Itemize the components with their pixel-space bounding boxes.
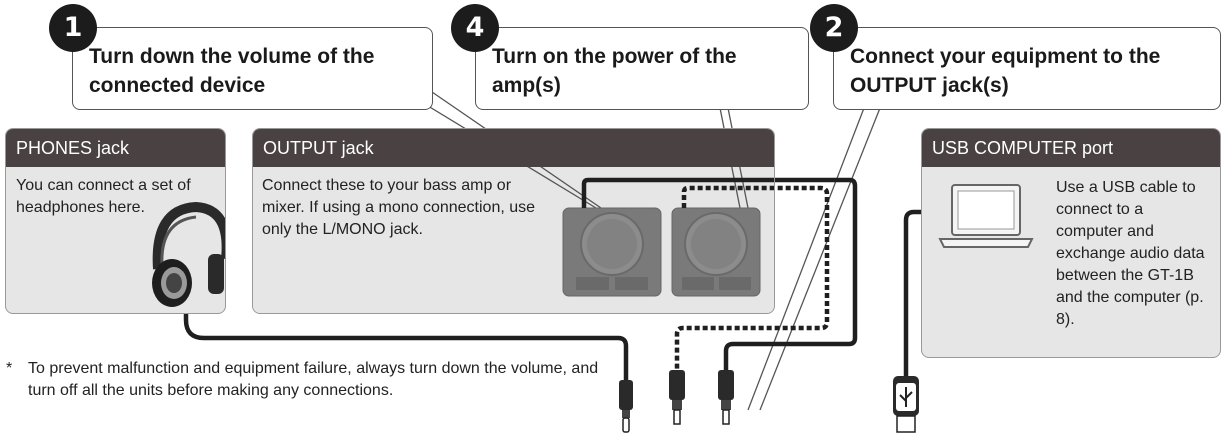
step-badge-4: 4	[451, 4, 499, 52]
mini-plug-icon	[619, 380, 633, 433]
callout-step-4-text: Turn on the power of the amp(s)	[492, 45, 737, 97]
cable-output-left	[581, 177, 858, 372]
callout-step-1: Turn down the volume of the connected de…	[72, 27, 433, 110]
panel-output-jack: OUTPUT jack Connect these to your bass a…	[252, 128, 775, 314]
cable-usb	[903, 209, 950, 378]
callout-step-2-text: Connect your equipment to the OUTPUT jac…	[850, 45, 1161, 97]
footnote: * To prevent malfunction and equipment f…	[6, 358, 606, 402]
callout-step-2: Connect your equipment to the OUTPUT jac…	[833, 27, 1221, 110]
leader-step2	[747, 107, 881, 411]
panel-phones-title: PHONES jack	[6, 129, 225, 167]
step-badge-1: 1	[49, 4, 97, 52]
panel-usb-text: Use a USB cable to connect to a computer…	[1056, 179, 1205, 328]
panel-phones-text: You can connect a set of headphones here…	[16, 177, 191, 216]
panel-output-title: OUTPUT jack	[253, 129, 774, 167]
laptop-icon	[938, 184, 1034, 248]
step-badge-2: 2	[810, 4, 858, 52]
panel-usb-computer-port: USB COMPUTER port Use a USB cable to con…	[921, 128, 1221, 358]
panel-output-text: Connect these to your bass amp or mixer.…	[262, 177, 536, 238]
footnote-marker: *	[6, 360, 13, 377]
phone-plug-icon-left	[669, 370, 685, 425]
headphones-icon	[152, 201, 225, 307]
cable-output-right	[674, 185, 830, 372]
footnote-text: To prevent malfunction and equipment fai…	[28, 360, 599, 399]
amp-icon-left	[562, 207, 662, 297]
callout-step-1-text: Turn down the volume of the connected de…	[89, 45, 375, 97]
amp-icon-right	[671, 207, 761, 297]
callout-leader-lines	[404, 91, 881, 411]
phone-plug-icon-right	[718, 370, 734, 425]
panel-usb-title: USB COMPUTER port	[922, 129, 1220, 167]
panel-phones-jack: PHONES jack You can connect a set of hea…	[5, 128, 226, 314]
callout-step-4: Turn on the power of the amp(s)	[475, 27, 809, 110]
usb-plug-icon	[893, 376, 919, 433]
cable-headphones	[183, 306, 629, 382]
